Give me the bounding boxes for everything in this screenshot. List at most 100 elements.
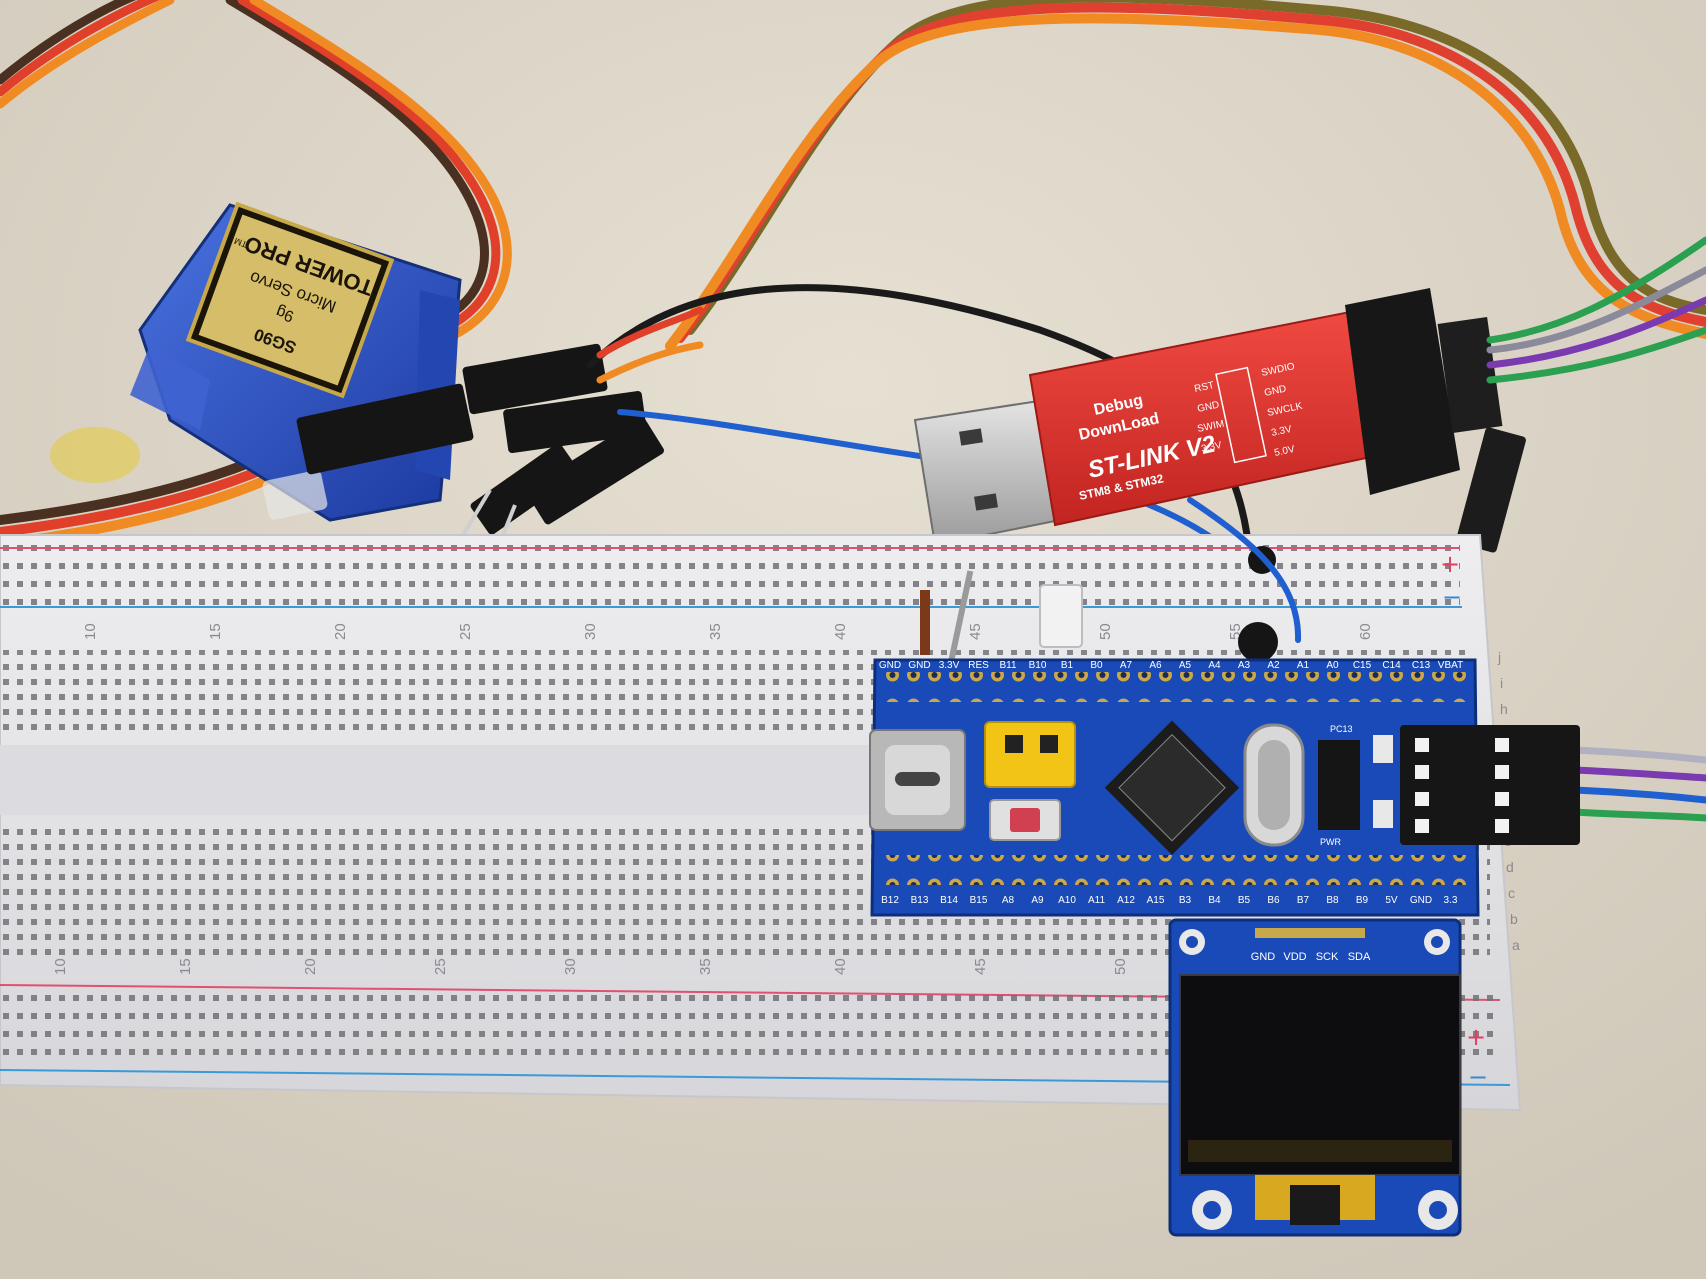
dupont-connectors	[296, 343, 664, 556]
top-pin-label: B10	[1029, 660, 1047, 671]
bottom-pin-label: GND	[1410, 895, 1432, 906]
bottom-pin-label: B8	[1326, 895, 1339, 906]
col-num-bottom: 50	[1112, 958, 1129, 975]
top-pin-label: A0	[1326, 660, 1339, 671]
bottom-pin-label: 5V	[1385, 895, 1398, 906]
row-letter: i	[1500, 675, 1503, 691]
top-pin-label: B0	[1090, 660, 1103, 671]
row-letter: a	[1512, 937, 1520, 953]
oled-pin-label: SCK	[1316, 951, 1339, 963]
wire-lead	[948, 570, 974, 660]
top-pin-label: C13	[1412, 660, 1431, 671]
bottom-pin-label: A15	[1147, 895, 1165, 906]
col-num-bottom: 30	[562, 958, 579, 975]
stlink-pin-33-r: 3.3V	[1270, 424, 1293, 439]
bottom-pin-label: B4	[1208, 895, 1221, 906]
top-pin-label: A7	[1120, 660, 1133, 671]
row-letter: d	[1506, 859, 1514, 875]
bottom-pin-label: A12	[1117, 895, 1135, 906]
bottom-rail-minus: −	[1468, 1063, 1488, 1091]
col-num-bottom: 35	[697, 958, 714, 975]
top-pin-label: A4	[1208, 660, 1221, 671]
servo-label: SG90 9g Micro Servo TOWER PRO TM	[185, 201, 395, 399]
col-num-bottom: 25	[432, 958, 449, 975]
st-link-v2-programmer: Debug DownLoad ST-LINK V2 STM8 & STM32 R…	[913, 288, 1526, 553]
top-rail-minus: −	[1442, 583, 1462, 611]
top-pin-label: A2	[1267, 660, 1280, 671]
mcu-chip-icon	[1104, 720, 1240, 855]
bottom-pin-label: B13	[911, 895, 929, 906]
usb-c-port-icon	[869, 729, 966, 831]
top-pin-label: B11	[999, 660, 1016, 671]
servo-cable	[0, 0, 512, 341]
boot-jumper	[984, 721, 1076, 788]
oled-pin-label: GND	[1251, 951, 1276, 963]
bottom-pin-label: A10	[1058, 895, 1076, 906]
top-pin-label: A3	[1238, 660, 1251, 671]
bottom-pin-label: 3.3	[1444, 895, 1458, 906]
oled-pin-labels: GND VDD SCK SDA	[1251, 951, 1371, 963]
col-num-top: 25	[457, 623, 474, 640]
yellow-stain	[50, 427, 140, 483]
bottom-pin-label: B12	[881, 895, 899, 906]
bottom-pin-label: B7	[1297, 895, 1310, 906]
voltage-regulator	[1318, 740, 1360, 830]
stlink-pin-33-l: 3.3V	[1200, 440, 1223, 455]
crystal-oscillator-icon	[1243, 723, 1305, 847]
bottom-pin-label: A9	[1031, 895, 1044, 906]
row-letter: c	[1508, 885, 1515, 901]
col-num-top: 30	[582, 623, 599, 640]
top-rail	[0, 545, 1460, 605]
col-num-top: 60	[1357, 623, 1374, 640]
top-pin-label: C14	[1382, 660, 1401, 671]
right-cables	[1486, 236, 1706, 822]
bottom-pin-label: B15	[970, 895, 988, 906]
servo-weight: 9g	[274, 303, 297, 325]
bottom-pin-label: B6	[1267, 895, 1280, 906]
bottom-column-numbers: 10 15 20 25 30 35 40 45 50	[52, 958, 1129, 975]
top-pin-header	[880, 672, 1470, 702]
bottom-pin-label: B14	[940, 895, 958, 906]
col-num-top: 40	[832, 623, 849, 640]
bottom-pin-label: A11	[1088, 895, 1105, 906]
col-num-top: 35	[707, 623, 724, 640]
col-num-bottom: 20	[302, 958, 319, 975]
blue-jumper-over	[1187, 497, 1302, 643]
stlink-pin-rst: RST	[1193, 380, 1215, 395]
oled-pin-label: VDD	[1283, 951, 1306, 963]
top-pin-label: A1	[1297, 660, 1310, 671]
top-pin-label: VBAT	[1438, 660, 1463, 671]
top-pin-label: B1	[1061, 660, 1074, 671]
col-num-top: 15	[207, 623, 224, 640]
col-num-top: 10	[82, 623, 99, 640]
top-column-numbers: 10 15 20 25 30 35 40 45 50 55 60	[82, 623, 1374, 640]
row-letter: h	[1500, 701, 1508, 717]
stlink-pin-labels-left: RST GND SWIM 3.3V	[1193, 380, 1225, 455]
bottom-pin-label: A8	[1002, 895, 1015, 906]
top-pin-label: GND	[908, 660, 930, 671]
col-num-top: 50	[1097, 623, 1114, 640]
row-letter: b	[1510, 911, 1518, 927]
bottom-pin-label: B9	[1356, 895, 1369, 906]
bottom-pin-label: B5	[1238, 895, 1251, 906]
col-num-bottom: 10	[52, 958, 69, 975]
top-pin-label: C15	[1353, 660, 1372, 671]
col-num-bottom: 40	[832, 958, 849, 975]
pwr-label: PWR	[1320, 837, 1341, 847]
servo-tm: TM	[233, 236, 249, 250]
top-rail-plus: +	[1440, 550, 1460, 578]
pc13-label: PC13	[1330, 724, 1353, 734]
col-num-bottom: 15	[177, 958, 194, 975]
top-pin-label: A5	[1179, 660, 1192, 671]
ribbon-cable	[665, 0, 1706, 351]
jst-connector	[1039, 584, 1083, 648]
col-num-top: 20	[332, 623, 349, 640]
oled-pin-label: SDA	[1348, 951, 1371, 963]
top-pin-label: A6	[1149, 660, 1162, 671]
stlink-pin-gnd-l: GND	[1196, 400, 1220, 415]
top-pin-label: 3.3V	[939, 660, 960, 671]
